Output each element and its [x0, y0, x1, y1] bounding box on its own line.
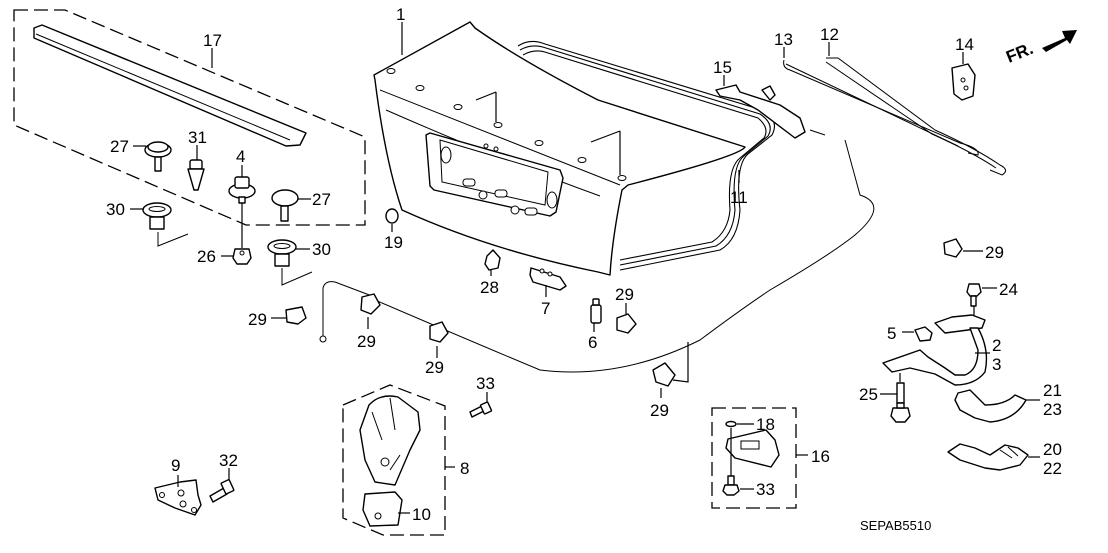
latch-group-outline [342, 384, 446, 536]
front-direction-indicator: FR. [1003, 30, 1077, 67]
callout-2: 2 [992, 336, 1001, 355]
callout-30-left: 30 [106, 200, 125, 219]
callout-21: 21 [1043, 381, 1062, 400]
callout-5: 5 [887, 324, 896, 343]
part-weatherstrip[interactable] [517, 40, 775, 271]
part-bolt-33-light[interactable] [722, 475, 740, 496]
part-clip-29-e[interactable] [652, 362, 676, 387]
part-latch-8[interactable] [359, 395, 421, 486]
part-hinge-cover-21-23[interactable] [954, 389, 1027, 423]
callout-6: 6 [588, 333, 597, 352]
part-handle-15[interactable] [715, 84, 826, 139]
callout-1: 1 [396, 5, 405, 24]
callout-14: 14 [955, 35, 974, 54]
callout-11: 11 [730, 188, 748, 207]
part-bolt-32[interactable] [209, 479, 235, 503]
part-clip-4[interactable] [228, 176, 256, 204]
part-rod-12[interactable] [825, 57, 1006, 176]
light-group-outline [711, 407, 797, 509]
drawing-code: SEPAB5510 [860, 518, 931, 533]
callout-29-f: 29 [985, 243, 1004, 262]
callout-30-right: 30 [312, 240, 331, 259]
part-clip-27-right[interactable] [271, 189, 299, 222]
part-grommet-30-left[interactable] [142, 202, 172, 230]
part-hinge-2-3[interactable] [882, 314, 988, 386]
part-clip-29-d[interactable] [616, 313, 637, 334]
callout-29-a: 29 [248, 310, 267, 329]
part-clip-29-c[interactable] [429, 321, 449, 343]
callout-33-middle: 33 [476, 374, 495, 393]
callout-7: 7 [541, 299, 550, 318]
callout-33-light: 33 [756, 480, 775, 499]
callout-13: 13 [774, 30, 793, 49]
part-6-bumper[interactable] [590, 298, 602, 324]
part-grommet-30-right[interactable] [267, 239, 297, 267]
part-striker-cover-10[interactable] [362, 491, 403, 527]
part-bolt-33-middle[interactable] [469, 401, 493, 418]
callout-17: 17 [203, 31, 222, 50]
part-clip-29-a[interactable] [285, 306, 307, 325]
part-28[interactable] [484, 249, 501, 271]
part-hinge-cover-20-22[interactable] [947, 443, 1029, 471]
callout-10: 10 [412, 505, 431, 524]
callout-27-left: 27 [110, 137, 129, 156]
part-14[interactable] [951, 63, 976, 101]
callout-15: 15 [713, 58, 732, 77]
callout-3: 3 [992, 355, 1001, 374]
part-trunk-lid[interactable] [373, 21, 746, 276]
part-bumper-5[interactable] [914, 326, 933, 342]
callout-18: 18 [756, 415, 775, 434]
callout-12: 12 [820, 25, 839, 44]
callout-20: 20 [1043, 440, 1062, 459]
part-clip-29-f[interactable] [943, 238, 963, 258]
part-clip-27-left[interactable] [144, 141, 172, 172]
callout-16: 16 [811, 447, 830, 466]
part-rod-13[interactable] [783, 59, 979, 156]
callout-29-e: 29 [650, 401, 669, 420]
callout-23: 23 [1043, 400, 1062, 419]
part-bolt-25[interactable] [890, 382, 911, 423]
part-18[interactable] [725, 420, 737, 428]
part-nut-26[interactable] [232, 248, 252, 265]
callout-24: 24 [999, 280, 1018, 299]
callout-25: 25 [859, 385, 878, 404]
callout-8: 8 [460, 459, 469, 478]
part-clip-31[interactable] [187, 159, 205, 191]
spoiler-group-outline [13, 9, 366, 226]
callout-28: 28 [480, 278, 499, 297]
callout-32: 32 [219, 451, 238, 470]
part-spoiler[interactable] [33, 24, 307, 147]
part-light-16[interactable] [725, 429, 780, 468]
callout-19: 19 [384, 233, 403, 252]
callout-9: 9 [171, 456, 180, 475]
part-grommet-19[interactable] [385, 208, 399, 224]
part-7-switch[interactable] [529, 267, 567, 291]
front-direction-label: FR. [1003, 39, 1036, 67]
release-cable[interactable] [322, 139, 875, 373]
callout-22: 22 [1043, 459, 1062, 478]
callout-4: 4 [236, 147, 245, 166]
callout-29-d: 29 [615, 285, 634, 304]
part-striker-9[interactable] [154, 479, 202, 516]
callout-26: 26 [197, 247, 216, 266]
callout-29-c: 29 [425, 358, 444, 377]
part-bolt-24[interactable] [966, 283, 982, 307]
front-arrow-icon [1042, 30, 1077, 52]
callout-27-right: 27 [312, 190, 331, 209]
part-clip-29-b[interactable] [360, 293, 381, 315]
callout-29-b: 29 [357, 332, 376, 351]
callout-31: 31 [188, 128, 207, 147]
